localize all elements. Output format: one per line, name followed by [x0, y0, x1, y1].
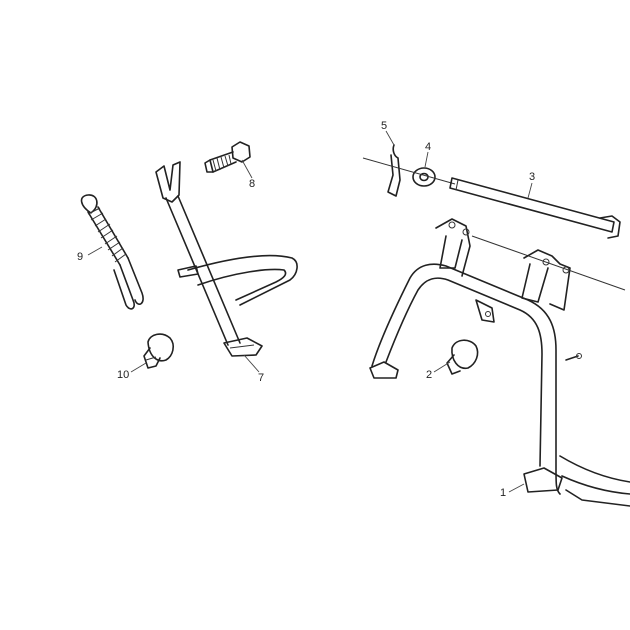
part-4-washer: [412, 167, 436, 187]
leader-2: [433, 361, 451, 373]
part-9-spring: [80, 194, 144, 310]
leader-8: [241, 159, 253, 179]
part-8-bolt: [204, 141, 251, 173]
axis-line-upper: [362, 157, 456, 185]
leader-10: [130, 362, 147, 373]
callout-3: 3: [529, 171, 535, 183]
part-3-shaft: [449, 177, 621, 239]
leader-9: [87, 246, 103, 256]
leader-3: [527, 182, 533, 199]
callout-10: 10: [117, 369, 129, 381]
callout-9: 9: [77, 251, 83, 263]
callout-8: 8: [249, 178, 255, 190]
callout-1: 1: [500, 487, 506, 499]
part-1-main-stand: [369, 218, 630, 507]
callout-2: 2: [426, 369, 432, 381]
callout-4: 4: [425, 141, 431, 153]
callout-5: 5: [381, 120, 387, 132]
part-7-side-stand: [155, 161, 298, 373]
callout-7: 7: [258, 372, 264, 384]
part-5-cotter-pin: [387, 144, 401, 197]
part-10-stopper: [143, 333, 175, 369]
leader-5: [385, 130, 395, 146]
leader-1: [508, 483, 525, 493]
leader-4: [424, 151, 429, 168]
part-2-stopper: [446, 339, 479, 375]
